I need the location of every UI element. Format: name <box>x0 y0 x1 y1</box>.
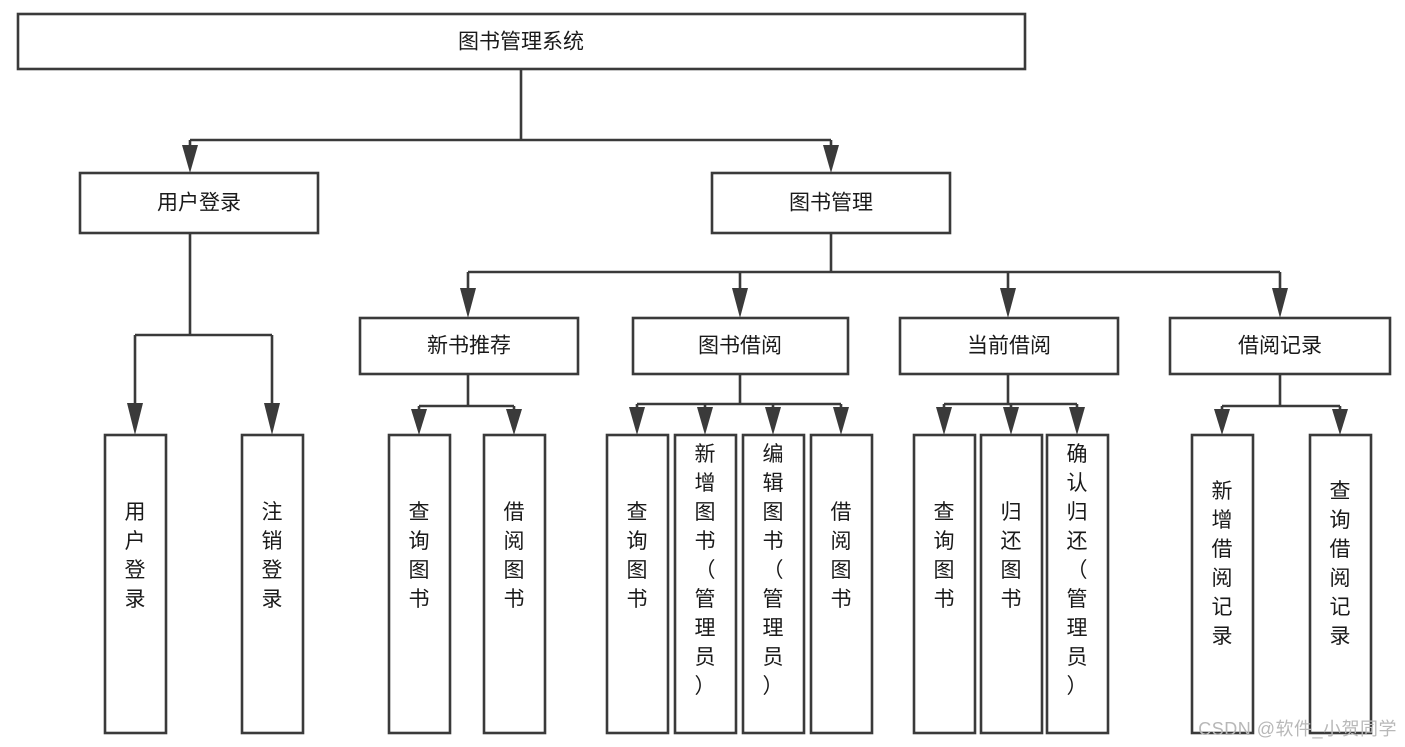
connector-userlogin-children <box>127 233 280 435</box>
node-box[interactable] <box>78 171 320 235</box>
node-box[interactable] <box>631 316 850 376</box>
node-user-login[interactable]: 用户登录 <box>78 171 320 235</box>
connector-root-to-level2 <box>182 69 839 173</box>
node-book-management[interactable]: 图书管理 <box>710 171 952 235</box>
node-box[interactable] <box>16 12 1027 71</box>
arrow-head-icon <box>833 407 849 435</box>
arrow-head-icon <box>765 407 781 435</box>
connector-bookborrow-children <box>629 374 849 435</box>
node-label-vertical: 注销登录 <box>262 501 283 611</box>
node-label-vertical: 归还图书 <box>1001 501 1022 611</box>
node-label-vertical: 查询图书 <box>934 501 955 611</box>
node-box[interactable] <box>605 433 670 735</box>
node-label-vertical: 编辑图书（管理员） <box>763 443 784 698</box>
node-label: 用户登录 <box>157 192 241 215</box>
leaf-return-book[interactable]: 归还图书 <box>979 433 1044 735</box>
node-box[interactable] <box>912 433 977 735</box>
node-box[interactable] <box>387 433 452 735</box>
leaf-user-login[interactable]: 用户登录 <box>103 433 168 735</box>
node-label: 图书借阅 <box>698 335 782 358</box>
node-label-vertical: 新增借阅记录 <box>1212 480 1233 648</box>
node-label-vertical: 借阅图书 <box>504 501 525 611</box>
leaf-query-book-borrow[interactable]: 查询图书 <box>605 433 670 735</box>
node-box[interactable] <box>710 171 952 235</box>
leaf-query-borrow-record[interactable]: 查询借阅记录 <box>1308 433 1373 735</box>
leaf-logout[interactable]: 注销登录 <box>240 433 305 735</box>
connector-currentborrow-children <box>936 374 1085 435</box>
node-label: 图书管理 <box>789 192 873 215</box>
node-label-vertical: 借阅图书 <box>831 501 852 611</box>
node-box[interactable] <box>979 433 1044 735</box>
arrow-head-icon <box>697 407 713 435</box>
leaf-confirm-return-admin[interactable]: 确认归还（管理员） <box>1045 433 1110 735</box>
node-box[interactable] <box>1190 433 1255 735</box>
connector-bookmgmt-children <box>460 233 1288 318</box>
arrow-head-icon <box>182 145 198 173</box>
leaf-add-borrow-record[interactable]: 新增借阅记录 <box>1190 433 1255 735</box>
arrow-head-icon <box>1272 288 1288 318</box>
leaf-edit-book-admin[interactable]: 编辑图书（管理员） <box>741 433 806 735</box>
leaf-query-book-newbook[interactable]: 查询图书 <box>387 433 452 735</box>
node-box[interactable] <box>358 316 580 376</box>
leaf-borrow-book-newbook[interactable]: 借阅图书 <box>482 433 547 735</box>
arrow-head-icon <box>629 407 645 435</box>
node-box[interactable] <box>1168 316 1392 376</box>
node-label-vertical: 查询图书 <box>627 501 648 611</box>
node-box[interactable] <box>898 316 1120 376</box>
node-box[interactable] <box>673 433 738 735</box>
connector-newbook-children <box>411 374 522 435</box>
node-box[interactable] <box>809 433 874 735</box>
arrow-head-icon <box>732 288 748 318</box>
arrow-head-icon <box>1003 407 1019 435</box>
node-label-vertical: 用户登录 <box>125 501 146 611</box>
arrow-head-icon <box>823 145 839 173</box>
arrow-head-icon <box>506 409 522 435</box>
node-borrow-record[interactable]: 借阅记录 <box>1168 316 1392 376</box>
node-label-vertical: 查询图书 <box>409 501 430 611</box>
node-book-borrow[interactable]: 图书借阅 <box>631 316 850 376</box>
arrow-head-icon <box>936 407 952 435</box>
leaf-query-book-current[interactable]: 查询图书 <box>912 433 977 735</box>
node-label-vertical: 查询借阅记录 <box>1330 480 1351 648</box>
arrow-head-icon <box>411 409 427 435</box>
node-box[interactable] <box>482 433 547 735</box>
node-box[interactable] <box>1045 433 1110 735</box>
arrow-head-icon <box>127 403 143 435</box>
node-label: 图书管理系统 <box>458 31 584 54</box>
node-box[interactable] <box>103 433 168 735</box>
arrow-head-icon <box>1069 407 1085 435</box>
node-new-book-recommend[interactable]: 新书推荐 <box>358 316 580 376</box>
node-label-vertical: 新增图书（管理员） <box>695 443 716 698</box>
arrow-head-icon <box>460 288 476 318</box>
node-box[interactable] <box>240 433 305 735</box>
node-current-borrow[interactable]: 当前借阅 <box>898 316 1120 376</box>
node-box[interactable] <box>1308 433 1373 735</box>
node-label-vertical: 确认归还（管理员） <box>1067 443 1088 698</box>
node-label: 新书推荐 <box>427 335 511 358</box>
leaf-borrow-book-borrow[interactable]: 借阅图书 <box>809 433 874 735</box>
node-root[interactable]: 图书管理系统 <box>16 12 1027 71</box>
node-box[interactable] <box>741 433 806 735</box>
node-label: 当前借阅 <box>967 335 1051 358</box>
node-label: 借阅记录 <box>1238 335 1322 358</box>
arrow-head-icon <box>1000 288 1016 318</box>
arrow-head-icon <box>264 403 280 435</box>
connector-borrowrecord-children <box>1214 374 1348 435</box>
arrow-head-icon <box>1214 409 1230 435</box>
leaf-add-book-admin[interactable]: 新增图书（管理员） <box>673 433 738 735</box>
arrow-head-icon <box>1332 409 1348 435</box>
